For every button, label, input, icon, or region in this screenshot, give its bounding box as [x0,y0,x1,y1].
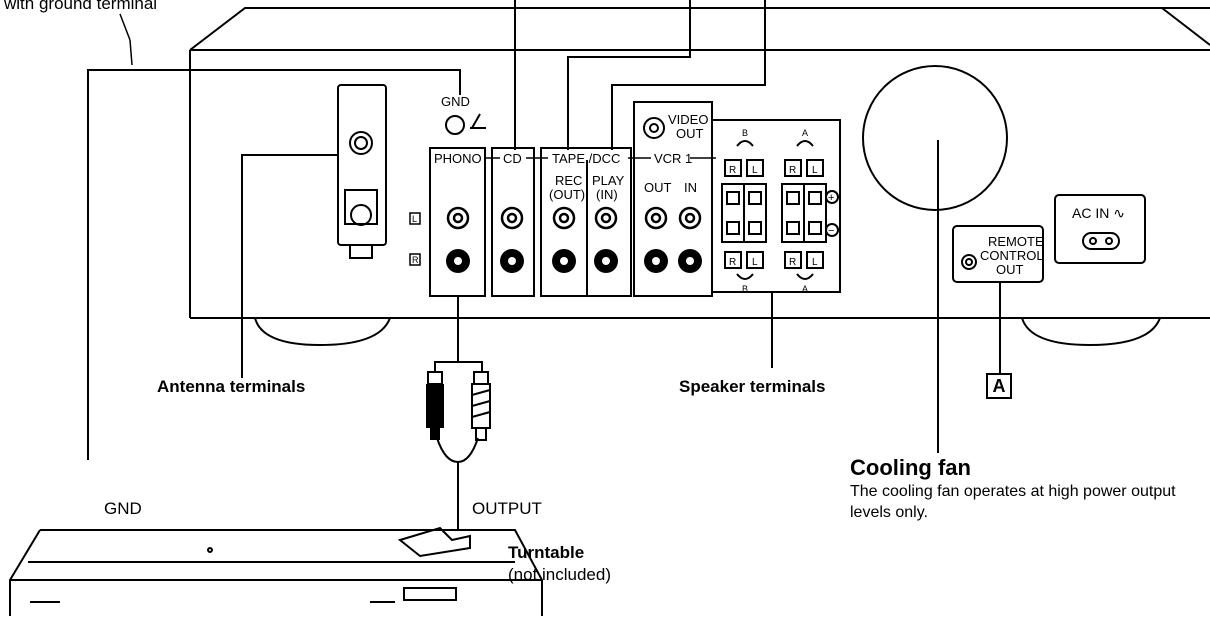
speaker-b-bottom: B [742,284,748,294]
turntable-label: Turntable [508,543,585,562]
cooling-fan-title: Cooling fan [850,455,971,480]
remote-control-box [952,225,1044,283]
minus-sign: − [828,225,834,237]
vcr-out-label: OUT [644,180,672,195]
speaker-r1: R [729,165,736,176]
rec-out-label: (OUT) [549,187,585,202]
plus-sign: + [828,192,834,204]
remote-line1: REMOTE [988,234,1044,249]
left-jacks [446,206,702,230]
left-foot [254,317,391,347]
speaker-r2: R [789,165,796,176]
ground-wire [87,13,461,460]
speaker-terminals-label: Speaker terminals [679,377,826,396]
output-label: OUTPUT [472,499,542,518]
not-included-label: (not included) [508,565,612,584]
gnd-terminal [445,113,486,135]
speaker-a-bottom: A [802,284,808,294]
speaker-a-top: A [802,128,808,138]
vcr1-label: VCR 1 [654,151,692,166]
remote-line2: CONTROL [980,248,1044,263]
speaker-b-top: B [742,128,748,138]
video-out-label: OUT [676,126,704,141]
channel-l-marker: L [412,214,417,224]
antenna-module [337,84,387,259]
vcr-in-label: IN [684,180,697,195]
speaker-terminal-block [711,119,841,293]
speaker-l2: L [812,165,818,176]
speaker-l1: L [752,165,758,176]
channel-r-marker: R [412,255,419,265]
rca-plugs [426,371,491,441]
cd-label: CD [503,151,522,166]
unit-top-outline [189,7,1210,51]
gnd-label: GND [104,499,142,518]
top-callout: with ground terminal [4,0,158,13]
tape-dcc-label: TAPE /DCC [552,151,620,166]
callout-box-a: A [986,373,1012,399]
turntable [9,526,543,616]
remote-line3: OUT [996,262,1024,277]
rec-label: REC [555,173,582,188]
cooling-fan-description: The cooling fan operates at high power o… [850,483,1176,521]
speaker-l4: L [812,257,818,268]
right-jacks [446,249,702,273]
right-foot [1021,317,1161,347]
play-label: PLAY [592,173,625,188]
gnd-top-label: GND [441,94,470,109]
video-out-jack [643,117,665,139]
top-wires [514,0,766,150]
video-label: VIDEO [668,112,708,127]
antenna-terminals-label: Antenna terminals [157,377,306,396]
speaker-r4: R [789,257,796,268]
speaker-l3: L [752,257,758,268]
play-in-label: (IN) [596,187,618,202]
phono-label: PHONO [434,151,482,166]
phono-cable [434,296,483,530]
ac-in-box [1054,194,1146,264]
speaker-r3: R [729,257,736,268]
cd-panel [491,147,535,297]
ac-in-label: AC IN ∿ [1072,205,1125,221]
cooling-fan [862,65,1008,211]
